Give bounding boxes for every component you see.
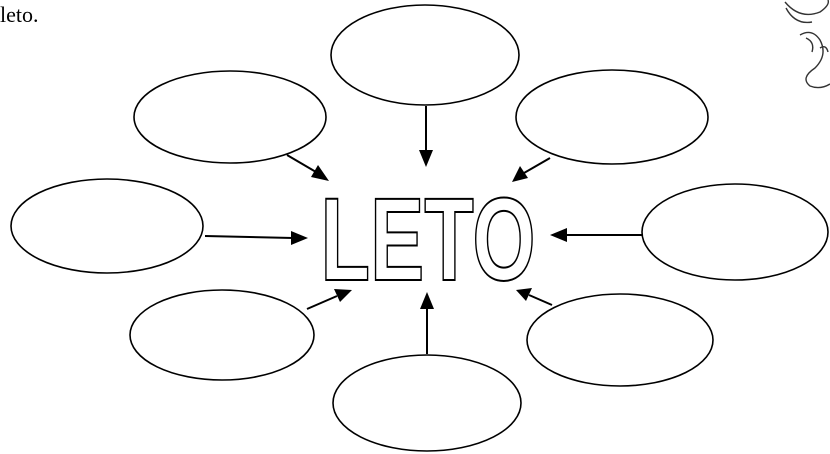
bubble-upper-left[interactable]: [133, 70, 327, 164]
arrow-from-lower-left: [306, 289, 352, 310]
bubble-left[interactable]: [10, 178, 204, 274]
arrow-from-left: [204, 231, 308, 245]
bubble-right[interactable]: [641, 183, 829, 281]
heading-fragment: leto.: [0, 2, 39, 27]
corner-flower-drawing: [784, 0, 830, 89]
bubble-top[interactable]: [330, 4, 520, 106]
arrow-from-lower-right: [516, 288, 553, 306]
bubble-bottom[interactable]: [332, 354, 522, 452]
arrow-from-right: [550, 228, 643, 242]
arrow-from-upper-left: [286, 154, 329, 181]
arrow-from-upper-right: [512, 157, 551, 182]
bubble-lower-left[interactable]: [129, 289, 315, 381]
arrow-from-top: [419, 106, 433, 167]
bubble-upper-right[interactable]: [515, 69, 709, 165]
bubble-lower-right[interactable]: [526, 293, 714, 387]
center-word: LETO: [321, 174, 536, 306]
arrow-from-bottom: [420, 292, 434, 354]
